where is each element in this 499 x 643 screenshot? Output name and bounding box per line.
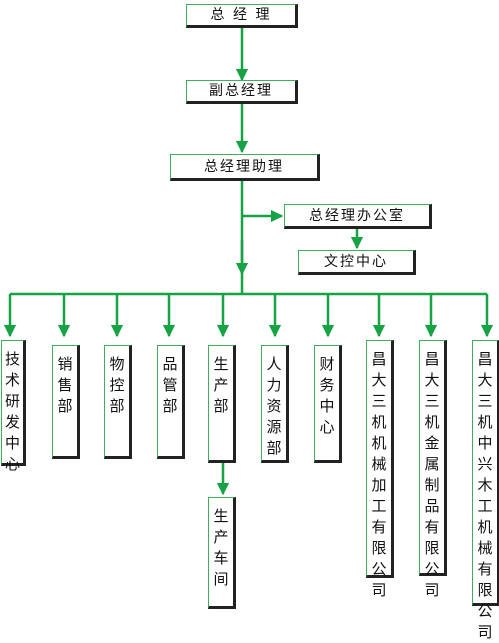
department-finance-center: 财务中心 xyxy=(314,345,342,463)
department-label: 销售部 xyxy=(57,355,73,415)
department-label: 技术研发中心 xyxy=(5,350,21,473)
document-control-center-label: 文控中心 xyxy=(324,253,388,270)
gm-office-box: 总经理办公室 xyxy=(284,204,432,229)
department-label: 品管部 xyxy=(162,355,178,415)
department-quality-control: 品管部 xyxy=(157,345,185,459)
subsidiary-metal-products-company: 昌大三机金属制品有限公司 xyxy=(419,340,447,599)
production-workshop-box: 生产车间 xyxy=(208,497,236,609)
department-production: 生产部 xyxy=(208,345,236,463)
deputy-general-manager-box: 副总经理 xyxy=(186,80,298,104)
deputy-general-manager-label: 副总经理 xyxy=(209,83,273,99)
department-label: 财务中心 xyxy=(319,355,335,436)
department-label: 生产部 xyxy=(213,355,229,415)
document-control-center-box: 文控中心 xyxy=(298,250,416,275)
department-label: 人力资源部 xyxy=(266,355,282,457)
department-label: 昌大三机机械加工有限公司 xyxy=(371,350,387,599)
connector-lines xyxy=(3,27,494,496)
general-manager-label: 总 经 理 xyxy=(210,7,272,23)
department-label: 物控部 xyxy=(109,355,125,415)
subsidiary-woodworking-machinery-company: 昌大三机中兴木工机械有限公司 xyxy=(472,340,499,641)
general-manager-box: 总 经 理 xyxy=(186,4,298,28)
department-material-control: 物控部 xyxy=(104,345,132,459)
department-label: 昌大三机中兴木工机械有限公司 xyxy=(477,350,493,641)
department-human-resources: 人力资源部 xyxy=(261,345,289,463)
production-workshop-label: 生产车间 xyxy=(213,507,229,588)
department-sales: 销售部 xyxy=(52,345,80,459)
subsidiary-machining-company: 昌大三机机械加工有限公司 xyxy=(366,340,394,599)
assistant-general-manager-label: 总经理助理 xyxy=(204,158,284,175)
gm-office-label: 总经理办公室 xyxy=(309,207,405,224)
assistant-general-manager-box: 总经理助理 xyxy=(170,154,320,181)
department-rd-center: 技术研发中心 xyxy=(1,340,26,473)
department-label: 昌大三机金属制品有限公司 xyxy=(424,350,440,599)
